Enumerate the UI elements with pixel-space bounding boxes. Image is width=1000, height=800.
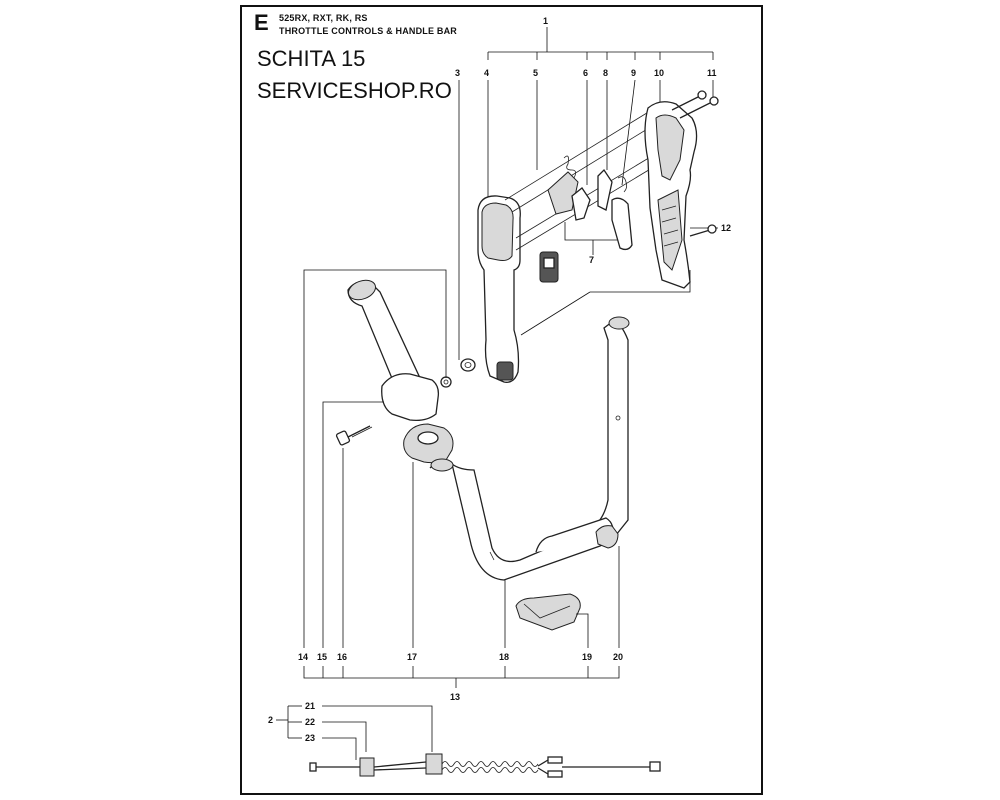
- callout-13: 13: [450, 692, 460, 702]
- clip-19: [515, 593, 581, 631]
- callout-5: 5: [533, 68, 538, 78]
- callout-group-1: 1: [487, 16, 714, 60]
- callout-10: 10: [654, 68, 664, 78]
- handle-rails: [504, 107, 663, 251]
- callout-19: 19: [582, 652, 592, 662]
- watermark-line-1: SCHITA 15: [257, 46, 366, 71]
- clamp-17: [403, 423, 454, 464]
- callout-11: 11: [707, 68, 717, 78]
- throttle-trigger-parts: [539, 155, 633, 283]
- callout-6: 6: [583, 68, 588, 78]
- callout-18: 18: [499, 652, 509, 662]
- handle-front-half: [644, 101, 698, 289]
- model-list: 525RX, RXT, RK, RS: [279, 13, 368, 23]
- callout-7: 7: [589, 255, 594, 265]
- callout-1: 1: [543, 16, 548, 26]
- callout-17: 17: [407, 652, 417, 662]
- left-grip-part: [347, 279, 452, 422]
- part-20: [595, 525, 619, 549]
- wiring-harness-part: [309, 753, 661, 778]
- callout-9: 9: [631, 68, 636, 78]
- bolt-16: [335, 425, 373, 446]
- callout-4: 4: [484, 68, 489, 78]
- callout-23: 23: [305, 733, 315, 743]
- section-letter: E: [254, 10, 269, 35]
- callout-16: 16: [337, 652, 347, 662]
- diagram-subtitle: THROTTLE CONTROLS & HANDLE BAR: [279, 26, 457, 36]
- callout-12: 12: [721, 223, 731, 233]
- watermark-line-2: SERVICESHOP.RO: [257, 78, 452, 103]
- harness-callout-numbers: 2 21 22 23: [268, 701, 315, 743]
- callout-15: 15: [317, 652, 327, 662]
- handle-grip-part: [460, 195, 521, 383]
- screws-top: [671, 90, 719, 237]
- harness-leaders: [276, 705, 433, 760]
- callout-14: 14: [298, 652, 308, 662]
- lower-callout-numbers: 14 15 16 17 18 19 20 13: [298, 652, 623, 702]
- callout-22: 22: [305, 717, 315, 727]
- callout-20: 20: [613, 652, 623, 662]
- callout-8: 8: [603, 68, 608, 78]
- callout-3: 3: [455, 68, 460, 78]
- top-callout-numbers: 3 4 5 6 8 9 10 11 12 7: [455, 68, 731, 265]
- handle-bar-tube: [429, 316, 630, 581]
- lower-leader-lines: [303, 269, 620, 688]
- diagram-frame: [240, 5, 763, 795]
- callout-21: 21: [305, 701, 315, 711]
- callout-2: 2: [268, 715, 273, 725]
